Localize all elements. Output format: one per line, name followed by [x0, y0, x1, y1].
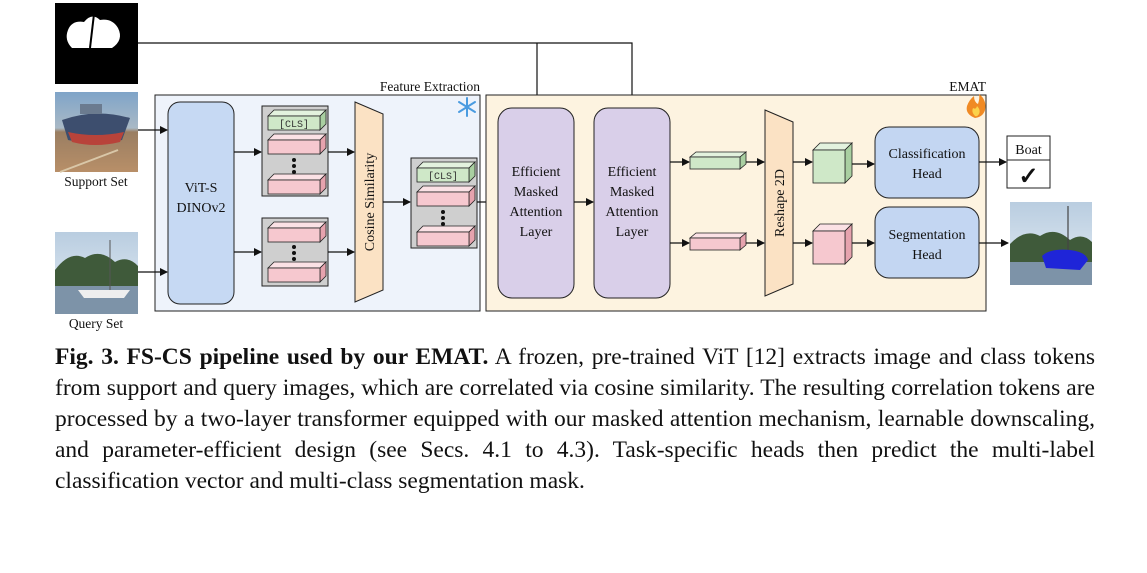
correlation-token-panel: [CLS]	[410, 157, 478, 249]
support-cls-token	[267, 109, 327, 131]
support-set-label: Support Set	[64, 174, 128, 189]
input-arrows	[138, 126, 168, 276]
check-mark-icon: ✓	[1018, 164, 1038, 190]
attention-layer-2-line4: Layer	[616, 225, 649, 240]
token-to-reshape-arrows	[746, 158, 765, 247]
support-image-token	[267, 133, 327, 155]
cosine-similarity-label: Cosine Similarity	[363, 153, 378, 251]
head-output-arrows	[979, 158, 1009, 247]
caption-lead: Fig. 3. FS-CS pipeline used by our EMAT.	[55, 344, 489, 370]
segmentation-output-image	[1010, 202, 1092, 285]
caption-body: A frozen, pre-trained ViT [12] extracts …	[55, 344, 1096, 494]
query-image-token	[267, 261, 327, 283]
query-image-token	[267, 221, 327, 243]
layer2-output-arrows	[670, 158, 690, 247]
attention-layer-2-line3: Attention	[606, 205, 659, 220]
attention-layer-1	[497, 107, 575, 299]
classification-head-line2: Head	[912, 167, 942, 182]
reshape-output-arrows	[793, 158, 813, 247]
backbone-arrows	[234, 148, 262, 256]
query-image	[55, 232, 138, 314]
correlation-cls-label: [CLS]	[428, 171, 458, 183]
emat-title: EMAT	[949, 79, 987, 94]
query-ellipsis	[292, 245, 296, 261]
feature-extraction-title: Feature Extraction	[380, 79, 480, 94]
attention-layer-2	[593, 107, 671, 299]
attention-layer-1-line1: Efficient	[512, 165, 561, 180]
flame-icon	[966, 94, 986, 118]
query-token-panel	[261, 217, 329, 287]
classification-head-line1: Classification	[889, 147, 966, 162]
class-label: Boat	[1015, 143, 1042, 158]
pipeline-figure: Support Set Query Set Feature Extraction…	[55, 3, 1092, 331]
correlation-cls-token	[416, 161, 476, 183]
attention-layer-1-line2: Masked	[514, 185, 558, 200]
classification-head	[874, 126, 980, 199]
cls-feature-cube	[812, 142, 853, 184]
support-mask-image	[55, 3, 138, 84]
cosine-similarity-block	[354, 101, 384, 303]
support-image-token	[267, 173, 327, 195]
attention-layer-1-line4: Layer	[520, 225, 553, 240]
classification-output	[1006, 135, 1051, 189]
vit-backbone	[167, 101, 235, 305]
seg-feature-cube	[812, 223, 853, 265]
figure-caption: Fig. 3. FS-CS pipeline used by our EMAT.…	[55, 342, 1095, 497]
segmentation-head-line1: Segmentation	[889, 228, 966, 243]
backbone-name: ViT-S	[185, 181, 218, 196]
attention-layer-1-line3: Attention	[510, 205, 563, 220]
token-arrows	[328, 148, 355, 256]
cls-output-token	[688, 151, 748, 170]
snowflake-icon	[458, 97, 476, 117]
attention-layer-2-line2: Masked	[610, 185, 654, 200]
support-cls-label: [CLS]	[279, 119, 309, 131]
reshape-label: Reshape 2D	[773, 169, 788, 237]
query-set-label: Query Set	[69, 316, 124, 331]
support-image	[55, 92, 138, 173]
backbone-variant: DINOv2	[177, 201, 226, 216]
support-token-panel: [CLS]	[261, 105, 329, 197]
correlation-image-token	[416, 185, 476, 207]
reshape-block	[764, 109, 794, 297]
correlation-image-token	[416, 225, 476, 247]
support-ellipsis	[292, 158, 296, 174]
image-output-token	[688, 232, 748, 251]
correlation-ellipsis	[441, 210, 445, 226]
cube-to-head-arrows	[852, 160, 875, 247]
attention-layer-2-line1: Efficient	[608, 165, 657, 180]
segmentation-head-line2: Head	[912, 248, 942, 263]
